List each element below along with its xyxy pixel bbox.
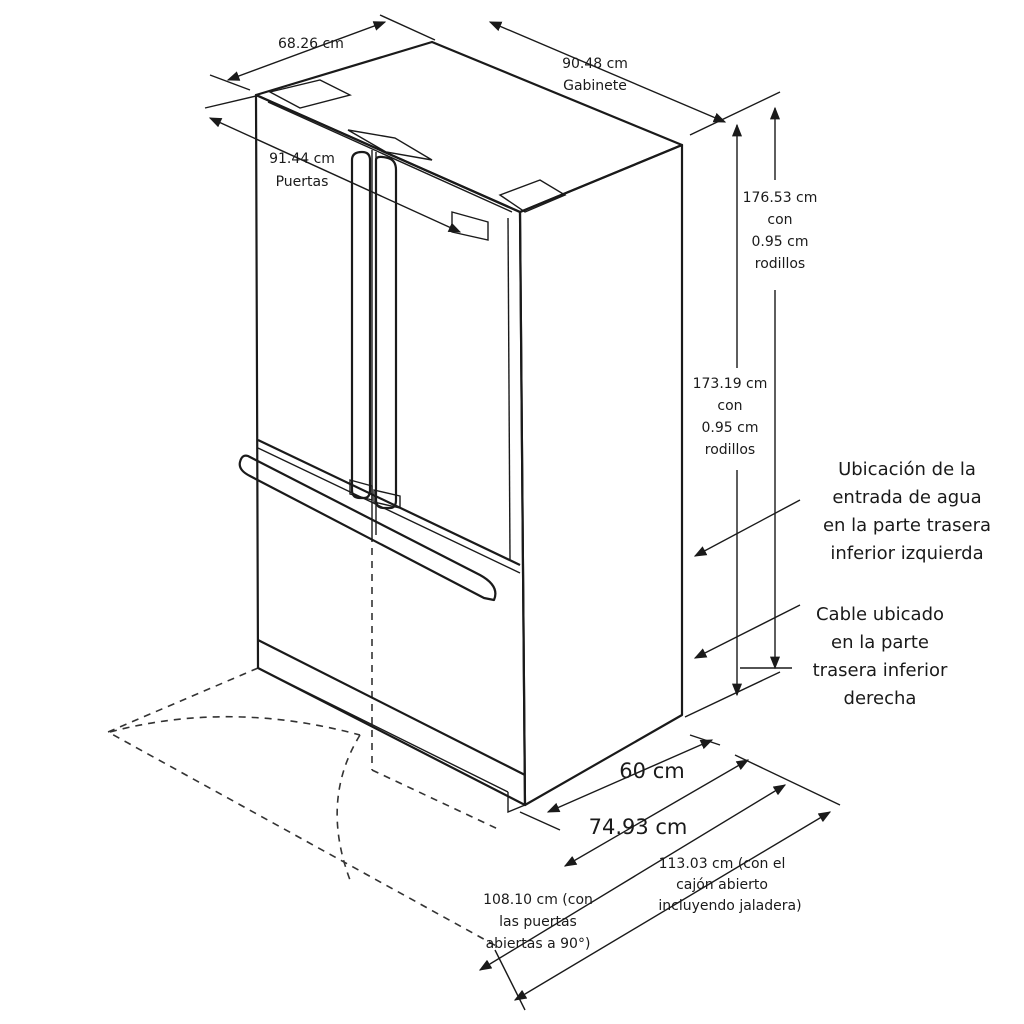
door-swing-outline [106,535,501,949]
label-173-095: 0.95 cm [702,420,759,436]
label-60cm: 60 cm [619,759,684,783]
label-90-48: 90.48 cm [562,56,628,72]
label-173-con: con [717,398,742,414]
label-173-19: 173.19 cm [693,376,768,392]
label-cable-4: derecha [844,688,917,709]
label-cable-2: en la parte [831,632,929,653]
label-water-1: Ubicación de la [838,459,976,480]
label-74-93: 74.93 cm [589,815,688,839]
label-113-2: cajón abierto [676,877,768,893]
label-176-53: 176.53 cm [743,190,818,206]
label-water-2: entrada de agua [832,487,981,508]
label-water-4: inferior izquierda [830,543,983,564]
label-113-3: incluyendo jaladera) [658,898,801,914]
label-cable-1: Cable ubicado [816,604,944,625]
label-108-2: las puertas [499,914,577,930]
door-handles [238,150,497,602]
label-91-44: 91.44 cm [269,151,335,167]
label-68-26: 68.26 cm [278,36,344,52]
label-cable-3: trasera inferior [813,660,948,681]
dimension-lines [204,14,841,1011]
label-puertas: Puertas [276,174,329,190]
dimension-labels: 68.26 cm 90.48 cm Gabinete 91.44 cm Puer… [269,36,991,952]
label-176-095: 0.95 cm [752,234,809,250]
label-108-3: abiertas a 90°) [486,936,591,952]
label-113-1: 113.03 cm (con el [659,856,786,872]
label-water-3: en la parte trasera [823,515,991,536]
label-108-1: 108.10 cm (con [483,892,593,908]
label-173-rodillos: rodillos [705,442,755,458]
label-176-rodillos: rodillos [755,256,805,272]
label-176-con: con [767,212,792,228]
label-gabinete: Gabinete [563,78,627,94]
